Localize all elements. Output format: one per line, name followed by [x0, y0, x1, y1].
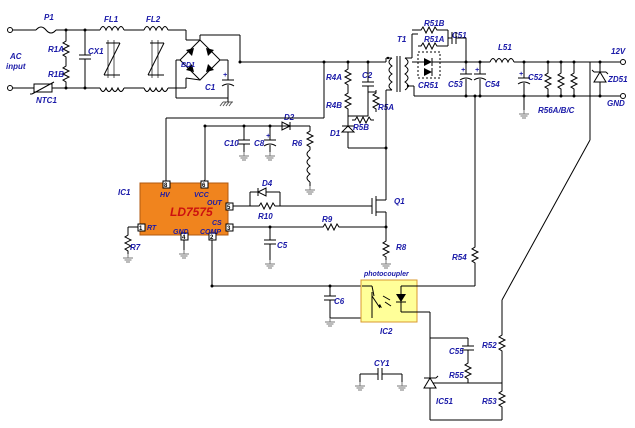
output-gnd-label: GND — [607, 99, 625, 108]
c51-label: C51 — [452, 31, 467, 40]
c55-label: C55 — [449, 347, 464, 356]
ac-input-label-2: input — [6, 62, 26, 71]
ac-terminal-l — [7, 27, 13, 33]
diode-cr51-b — [424, 68, 432, 76]
ac-input-label: AC — [9, 52, 22, 61]
svg-text:1: 1 — [139, 226, 143, 232]
photocoupler-ic2 — [360, 279, 418, 323]
bd1-label: BD1 — [181, 62, 195, 69]
svg-text:+: + — [475, 67, 479, 74]
inductor-l51 — [489, 58, 515, 64]
cx1-label: CX1 — [88, 47, 104, 56]
diode-cr51-a — [424, 58, 432, 66]
cy1-label: CY1 — [374, 359, 390, 368]
l51-label: L51 — [498, 43, 512, 52]
gate-drive-section: D4 R10 Q1 — [233, 179, 405, 238]
svg-text:4: 4 — [182, 235, 186, 241]
svg-text:+: + — [266, 133, 270, 140]
c8-label: C8 — [254, 139, 265, 148]
r4b-label: R4B — [326, 101, 342, 110]
r8-label: R8 — [396, 243, 407, 252]
c54-label: C54 — [485, 80, 500, 89]
diode-d2 — [281, 121, 292, 131]
svg-text:2: 2 — [210, 235, 214, 241]
ic51-label: IC51 — [436, 397, 453, 406]
ic1-label: IC1 — [118, 188, 131, 197]
mosfet-q1 — [371, 196, 386, 216]
output-12v-label: 12V — [611, 47, 626, 56]
r51a-label: R51A — [424, 35, 445, 44]
zener-zd51 — [593, 71, 607, 83]
r52-label: R52 — [482, 341, 497, 350]
fuse-label: P1 — [44, 13, 54, 22]
svg-text:5: 5 — [227, 205, 231, 211]
r55-label: R55 — [449, 371, 464, 380]
photocoupler-label: photocoupler — [363, 271, 410, 278]
c52-label: C52 — [528, 73, 543, 82]
ntc-thermistor — [30, 81, 55, 95]
svg-text:+: + — [461, 67, 465, 74]
ac-input-section: AC input P1 NTC1 R1A R1B — [6, 13, 380, 107]
common-mode-choke-fl2 — [143, 26, 169, 92]
svg-text:6: 6 — [202, 183, 206, 189]
fl1-label: FL1 — [104, 15, 119, 24]
ntc-label: NTC1 — [36, 96, 57, 105]
t1-label: T1 — [397, 35, 407, 44]
secondary-section: R51B R51A C51 CR51 C53 C54 — [405, 19, 628, 119]
r54-label: R54 — [452, 253, 467, 262]
output-terminal-12v — [620, 59, 626, 65]
r5b-label: R5B — [353, 123, 369, 132]
r1a-label: R1A — [48, 45, 64, 54]
zd51-label: ZD51 — [607, 75, 628, 84]
c2-label: C2 — [362, 71, 373, 80]
svg-text:3: 3 — [227, 226, 231, 232]
ic1-pin-vcc: VCC — [194, 192, 210, 199]
fuse-symbol — [35, 26, 57, 34]
fl2-label: FL2 — [146, 15, 161, 24]
photocoupler-led — [396, 294, 406, 302]
ic1-pin-gnd: GND — [173, 229, 189, 236]
r9-label: R9 — [322, 215, 333, 224]
diode-d4 — [256, 187, 267, 197]
svg-text:+: + — [519, 71, 523, 78]
c5-label: C5 — [277, 241, 288, 250]
current-sense-section: R9 C5 R8 — [233, 215, 407, 269]
q1-label: Q1 — [394, 197, 405, 206]
r4a-label: R4A — [326, 73, 342, 82]
r6-label: R6 — [292, 139, 303, 148]
r10-label: R10 — [258, 212, 273, 221]
svg-text:8: 8 — [164, 183, 168, 189]
ic1-pin-hv: HV — [160, 192, 171, 199]
r7-label: R7 — [130, 243, 141, 252]
c6-label: C6 — [334, 297, 345, 306]
ic2-label: IC2 — [380, 327, 393, 336]
common-mode-choke-fl1 — [99, 26, 125, 92]
snubber-transformer-section: R4A R4B C2 R5A R5B D1 T1 — [306, 35, 410, 200]
c10-label: C10 — [224, 139, 239, 148]
output-terminal-gnd — [620, 93, 626, 99]
feedback-section: C6 photocoupler IC2 R54 R52 — [210, 62, 591, 421]
ic1-part-number: LD7575 — [170, 205, 213, 219]
r1b-label: R1B — [48, 70, 64, 79]
transformer-t1 — [386, 56, 410, 92]
r53-label: R53 — [482, 397, 497, 406]
d1-label: D1 — [330, 129, 341, 138]
vcc-aux-section: C10 C8 + D2 R6 — [203, 113, 316, 195]
ic1-pin-cs: CS — [212, 220, 222, 227]
ic1-pin-out: OUT — [207, 200, 223, 207]
aux-winding — [306, 149, 311, 183]
d4-label: D4 — [262, 179, 273, 188]
r51b-label: R51B — [424, 19, 445, 28]
cr51-label: CR51 — [418, 81, 439, 90]
ac-terminal-n — [7, 85, 13, 91]
ic1-controller: IC1 LD7575 8 HV 6 VCC 5 OUT 1 RT 3 CS 4 … — [118, 60, 326, 263]
bridge-rectifier-bd1 — [179, 39, 221, 81]
ic1-pin-comp: COMP — [200, 229, 221, 236]
c1-label: C1 — [205, 83, 216, 92]
ic1-pin-rt: RT — [147, 225, 157, 232]
c53-label: C53 — [448, 80, 463, 89]
svg-text:+: + — [223, 72, 227, 79]
r56-label: R56A/B/C — [538, 106, 575, 115]
